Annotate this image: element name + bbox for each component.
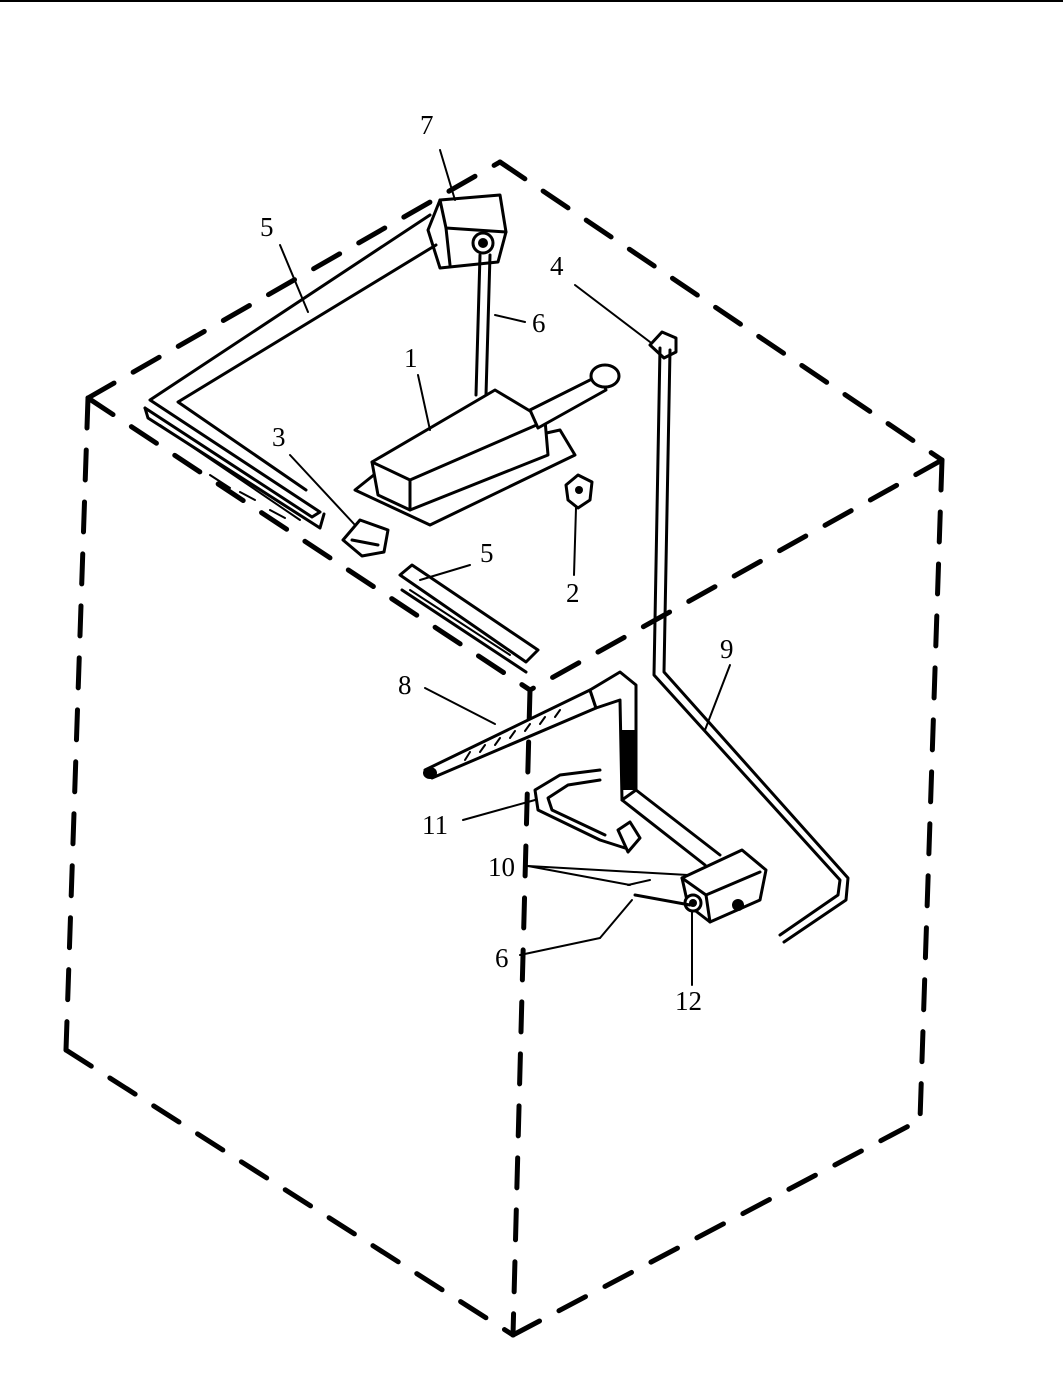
part-4-fitting: [648, 330, 678, 360]
callout-10: 10: [488, 852, 515, 882]
callout-11: 11: [422, 810, 448, 840]
part-6-upper-tube: [474, 253, 492, 397]
lower-manifold: [620, 788, 722, 867]
part-8-lower-burner: [423, 670, 638, 802]
callout-5-upper: 5: [260, 212, 274, 242]
part-6-lower-tube: [627, 879, 692, 907]
callout-7: 7: [420, 110, 434, 140]
callout-9: 9: [720, 634, 734, 664]
callout-labels: 7 5 6 4 1 3 5 2 9 8 11 10 6 12: [260, 110, 734, 1016]
callout-12: 12: [675, 986, 702, 1016]
part-3-bracket: [341, 518, 390, 558]
part-9-tube: [652, 346, 850, 944]
callout-3: 3: [272, 422, 286, 452]
callout-8: 8: [398, 670, 412, 700]
callout-4: 4: [550, 251, 564, 281]
callout-1: 1: [404, 343, 418, 373]
callout-6-upper: 6: [532, 308, 546, 338]
callout-5-lower: 5: [480, 538, 494, 568]
callout-6-lower: 6: [495, 943, 509, 973]
part-1-burner-box: [353, 363, 621, 527]
leader-lines: [279, 149, 731, 986]
lower-valve-block: [680, 848, 768, 924]
part-11-loop: [533, 768, 642, 854]
part-5-upper-burner: [143, 213, 438, 530]
part-2-clip: [564, 473, 594, 510]
part-7-valve-block: [426, 193, 508, 270]
cabinet-outline: [63, 159, 945, 1338]
callout-2: 2: [566, 578, 580, 608]
part-5-lower-burner: [398, 563, 540, 674]
